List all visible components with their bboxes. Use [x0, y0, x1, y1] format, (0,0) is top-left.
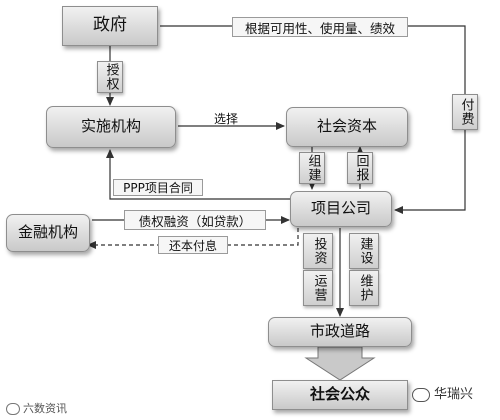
- label-return: 回报: [347, 152, 373, 184]
- arrow-repay: [87, 228, 299, 249]
- node-financial-institution: 金融机构: [6, 214, 90, 252]
- label-select: 选择: [214, 112, 239, 126]
- node-social-capital: 社会资本: [286, 107, 408, 147]
- label-invest: 投资: [303, 233, 333, 269]
- arrow-ppp-contract: [106, 149, 290, 200]
- label-ppp-contract: PPP项目合同: [113, 179, 203, 196]
- label-repay: 还本付息: [158, 236, 228, 254]
- label-maintain: 维护: [349, 270, 379, 306]
- label-build: 建设: [349, 233, 379, 269]
- watermark-right: 华瑞兴: [412, 383, 473, 402]
- label-pay-basis: 根据可用性、使用量、绩效: [232, 17, 408, 37]
- watermark-right-text: 华瑞兴: [434, 387, 474, 402]
- node-public: 社会公众: [272, 380, 408, 410]
- label-operate: 运营: [303, 270, 333, 306]
- watermark-left-text: 六数资讯: [23, 402, 67, 415]
- node-government: 政府: [62, 6, 158, 46]
- label-payment: 付费: [452, 94, 478, 130]
- watermark-left: 六数资讯: [6, 400, 67, 416]
- node-project-company: 项目公司: [290, 191, 392, 227]
- arrow-road-to-public: [304, 346, 376, 381]
- label-authorize: 授权: [97, 61, 123, 93]
- node-implementing-agency: 实施机构: [46, 106, 176, 148]
- label-form: 组建: [299, 152, 325, 184]
- node-municipal-road: 市政道路: [268, 317, 412, 347]
- wechat-icon: [412, 387, 430, 402]
- watermark-left-icon: [6, 403, 20, 415]
- label-debt-financing: 债权融资（如贷款）: [124, 210, 266, 230]
